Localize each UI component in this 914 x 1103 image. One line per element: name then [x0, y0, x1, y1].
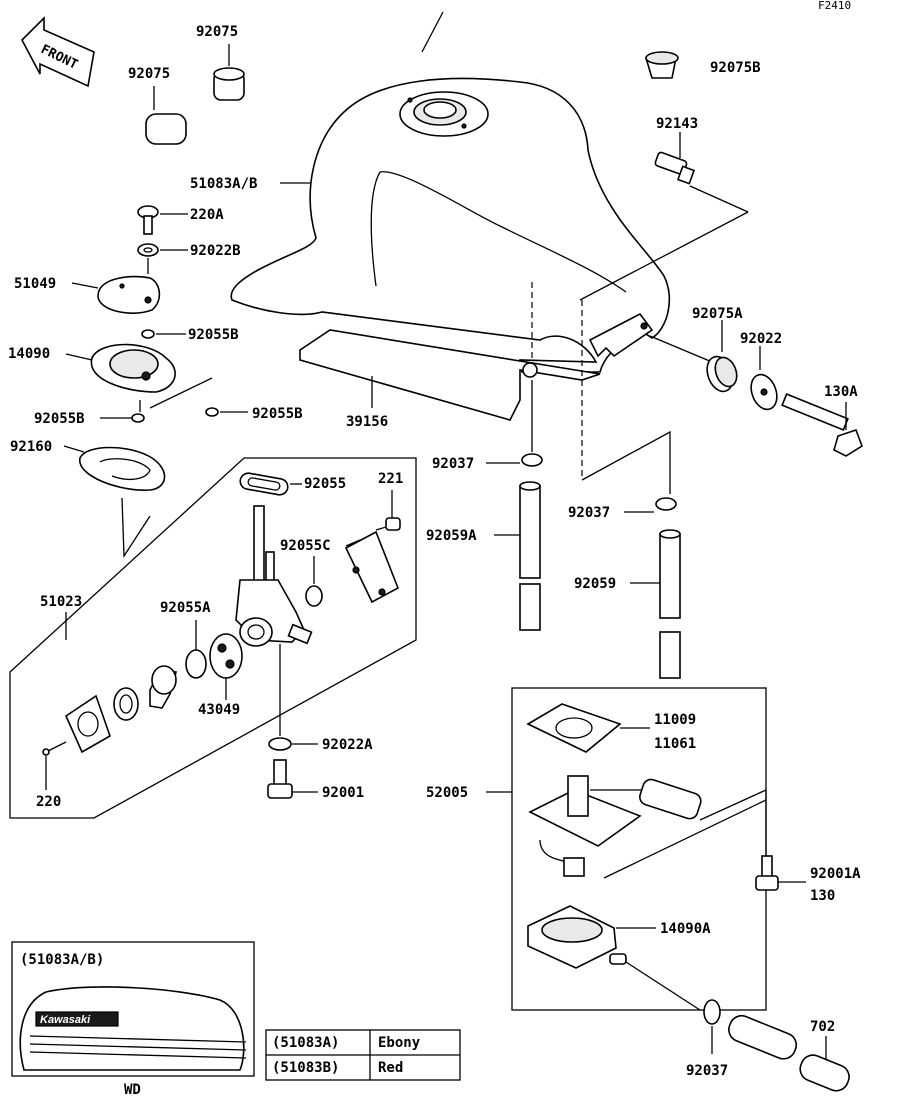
oring-92055B-c [205, 407, 248, 417]
label-92055A: 92055A [160, 600, 211, 616]
rubber-92075B [644, 51, 679, 79]
hose-92059 [630, 529, 681, 679]
label-92001A: 92001A [810, 866, 861, 882]
fuel-cock-kit-outline [9, 457, 417, 819]
gasket-92055 [239, 472, 302, 496]
label-11061: 11061 [654, 736, 696, 752]
label-92022: 92022 [740, 331, 782, 347]
lever-knob [149, 665, 178, 709]
label-220A: 220A [190, 207, 224, 223]
label-11009: 11009 [654, 712, 696, 728]
label-92075-top: 92075 [196, 24, 238, 40]
screw-220A [137, 205, 188, 235]
label-130: 130 [810, 888, 835, 904]
label-92055C: 92055C [280, 538, 331, 554]
gasket-92160 [63, 445, 166, 559]
label-43049: 43049 [198, 702, 240, 718]
plate-guide [64, 694, 111, 754]
bolt-92001A [755, 790, 806, 891]
inset-brand-logo: Kawasaki [40, 1014, 91, 1026]
label-92143: 92143 [656, 116, 698, 132]
label-51083AB: 51083A/B [190, 176, 257, 192]
label-702: 702 [810, 1019, 835, 1035]
label-39156: 39156 [346, 414, 388, 430]
inset-box [11, 941, 255, 1077]
label-92059A: 92059A [426, 528, 477, 544]
label-92055B-c: 92055B [252, 406, 303, 422]
hose-92059A [494, 481, 541, 631]
tank-decal-illustration: Kawasaki [19, 986, 247, 1071]
label-220: 220 [36, 794, 61, 810]
cap-14090 [65, 343, 213, 412]
label-92055B-b: 92055B [34, 411, 85, 427]
label-51049: 51049 [14, 276, 56, 292]
washer-92022A [268, 737, 318, 751]
label-92037-b: 92037 [568, 505, 610, 521]
color-table-code-0: (51083A) [272, 1035, 339, 1051]
bolt-130A [781, 393, 863, 457]
label-51023: 51023 [40, 594, 82, 610]
hose-702 [728, 1014, 850, 1092]
washer-92022B [137, 243, 188, 274]
rubber-92075-top [213, 44, 245, 101]
screw-220 [42, 741, 67, 790]
pump-kit-outline [511, 687, 767, 1011]
collar-92022 [750, 346, 778, 411]
label-92059: 92059 [574, 576, 616, 592]
label-92075B: 92075B [710, 60, 761, 76]
color-table: (51083A) Ebony (51083B) Red [265, 1029, 461, 1081]
label-92160: 92160 [10, 439, 52, 455]
label-221: 221 [378, 471, 403, 487]
rubber-92075-left [145, 86, 187, 145]
label-92037-a: 92037 [432, 456, 474, 472]
oring-92055C [305, 556, 323, 607]
color-table-code-1: (51083B) [272, 1060, 339, 1076]
gasket-11009 [526, 703, 650, 753]
label-52005: 52005 [426, 785, 468, 801]
plate-43049 [209, 633, 243, 700]
label-92055: 92055 [304, 476, 346, 492]
inset-caption: WD [124, 1082, 141, 1098]
cap-cover-51049 [71, 275, 161, 314]
oring-92055A [185, 620, 207, 679]
label-130A: 130A [824, 384, 858, 400]
tank-bracket [588, 312, 654, 358]
bolt-92143 [654, 132, 696, 185]
fuel-cock-body [235, 505, 313, 736]
screw-221 [375, 490, 401, 531]
label-92075-left: 92075 [128, 66, 170, 82]
oring-92055B-a [141, 329, 186, 339]
label-92022A: 92022A [322, 737, 373, 753]
color-table-color-0: Ebony [378, 1035, 421, 1051]
inset-title: (51083A/B) [20, 952, 104, 968]
bolt-92001 [267, 759, 318, 799]
clip-92037-a [486, 380, 543, 467]
tank-pad-shape [299, 329, 601, 421]
front-arrow-icon: FRONT [21, 16, 95, 88]
clip-92037-c [703, 999, 721, 1054]
label-14090: 14090 [8, 346, 50, 362]
damper-92075A [649, 320, 738, 393]
clip-92037-b [581, 430, 677, 513]
color-table-color-1: Red [378, 1060, 403, 1076]
pump-unit [528, 775, 767, 879]
diagram-code: F2410 [818, 0, 851, 12]
cover-14090A [527, 905, 701, 1011]
label-92022B: 92022B [190, 243, 241, 259]
label-92037-c: 92037 [686, 1063, 728, 1079]
ring-washer [113, 687, 139, 721]
label-92001: 92001 [322, 785, 364, 801]
label-14090A: 14090A [660, 921, 711, 937]
plate-92055C [344, 530, 400, 604]
oring-92055B-b [100, 413, 145, 423]
label-92055B-a: 92055B [188, 327, 239, 343]
label-92075A: 92075A [692, 306, 743, 322]
fuel-tank [230, 11, 749, 373]
